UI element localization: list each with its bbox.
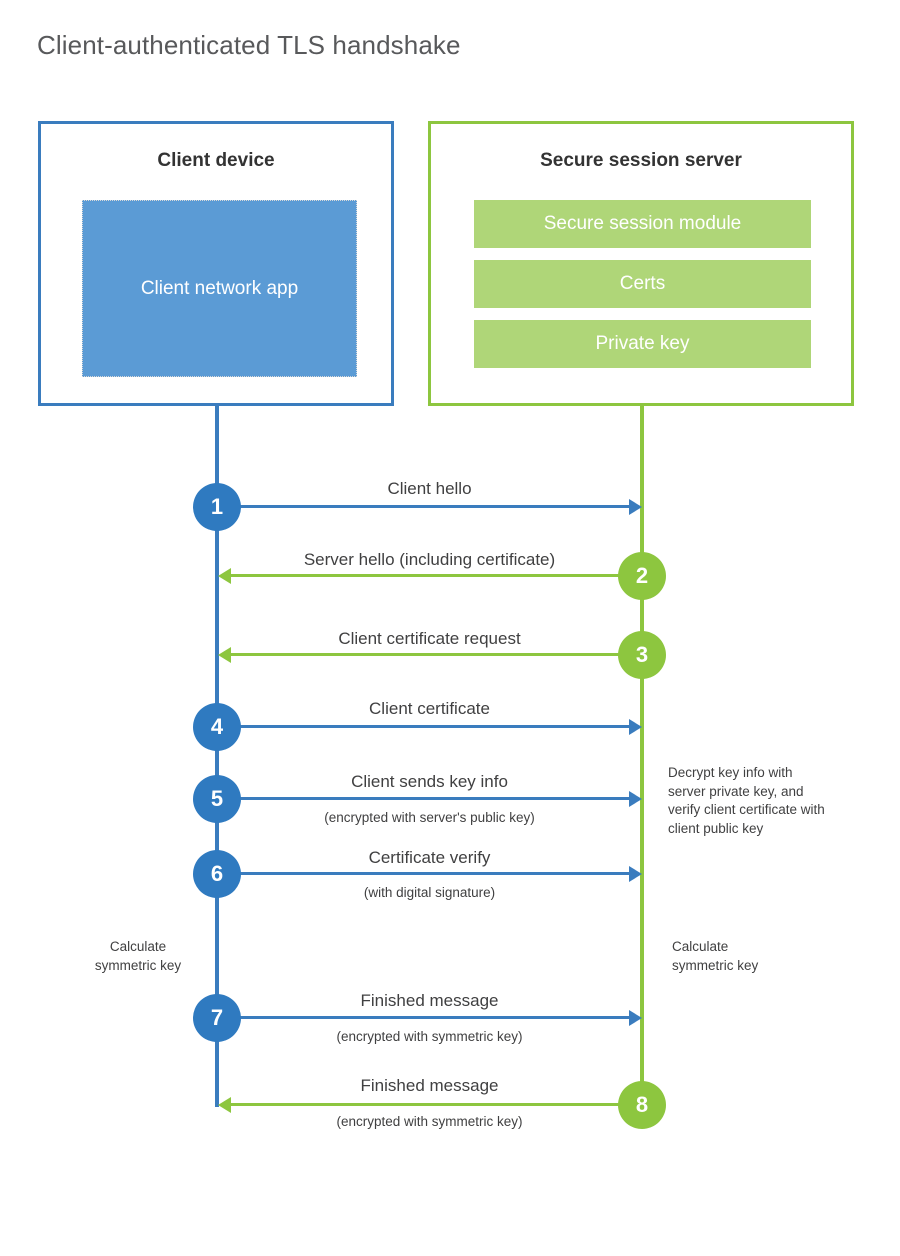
server-module-secure-session-module: Secure session module: [474, 200, 811, 248]
step-8-sublabel: (encrypted with symmetric key): [336, 1114, 523, 1129]
step-marker-4: 4: [193, 703, 241, 751]
step-marker-1: 1: [193, 483, 241, 531]
step-6-arrow-line: [217, 872, 629, 875]
client-calculate-symmetric-key-note: Calculate symmetric key: [94, 939, 182, 973]
server-lifeline: [640, 406, 644, 1105]
step-1-label: Client hello: [387, 479, 472, 498]
step-1-arrowhead-icon: [629, 499, 642, 515]
step-6-label: Certificate verify: [368, 848, 491, 867]
step-3-arrow-line: [231, 653, 642, 656]
server-module-certs: Certs: [474, 260, 811, 308]
server-calculate-symmetric-key-note: Calculate symmetric key: [672, 939, 759, 973]
step-7-arrowhead-icon: [629, 1010, 642, 1026]
step-marker-2: 2: [618, 552, 666, 600]
step-1-arrow-line: [217, 505, 629, 508]
step-3-label: Client certificate request: [338, 629, 521, 648]
secure-session-server-title: Secure session server: [540, 150, 742, 171]
step-6-arrowhead-icon: [629, 866, 642, 882]
step-8-arrow-line: [231, 1103, 642, 1106]
step-7-label: Finished message: [360, 991, 499, 1010]
step-marker-5: 5: [193, 775, 241, 823]
server-modules-list: Secure session module Certs Private key: [474, 200, 811, 380]
step-7-arrow-line: [217, 1016, 629, 1019]
step-marker-8: 8: [618, 1081, 666, 1129]
step-5-label: Client sends key info: [351, 772, 508, 791]
step-3-arrowhead-icon: [218, 647, 231, 663]
step-7-sublabel: (encrypted with symmetric key): [336, 1029, 523, 1044]
step-marker-7: 7: [193, 994, 241, 1042]
client-lifeline: [215, 406, 219, 1107]
page-title: Client-authenticated TLS handshake: [37, 30, 461, 60]
client-device-title: Client device: [157, 150, 275, 171]
server-module-private-key: Private key: [474, 320, 811, 368]
step-5-arrowhead-icon: [629, 791, 642, 807]
step-4-arrowhead-icon: [629, 719, 642, 735]
step-2-label: Server hello (including certificate): [303, 550, 556, 569]
server-decrypt-note: Decrypt key info with server private key…: [668, 765, 825, 836]
step-8-label: Finished message: [360, 1076, 499, 1095]
step-4-label: Client certificate: [369, 699, 490, 718]
client-network-app-block: Client network app: [82, 200, 357, 377]
secure-session-server-box: Secure session server Secure session mod…: [428, 121, 854, 406]
step-5-sublabel: (encrypted with server's public key): [324, 810, 535, 825]
step-2-arrow-line: [231, 574, 642, 577]
step-marker-6: 6: [193, 850, 241, 898]
client-device-box: Client device Client network app: [38, 121, 394, 406]
step-4-arrow-line: [217, 725, 629, 728]
step-6-sublabel: (with digital signature): [363, 885, 496, 900]
step-2-arrowhead-icon: [218, 568, 231, 584]
step-8-arrowhead-icon: [218, 1097, 231, 1113]
step-5-arrow-line: [217, 797, 629, 800]
step-marker-3: 3: [618, 631, 666, 679]
